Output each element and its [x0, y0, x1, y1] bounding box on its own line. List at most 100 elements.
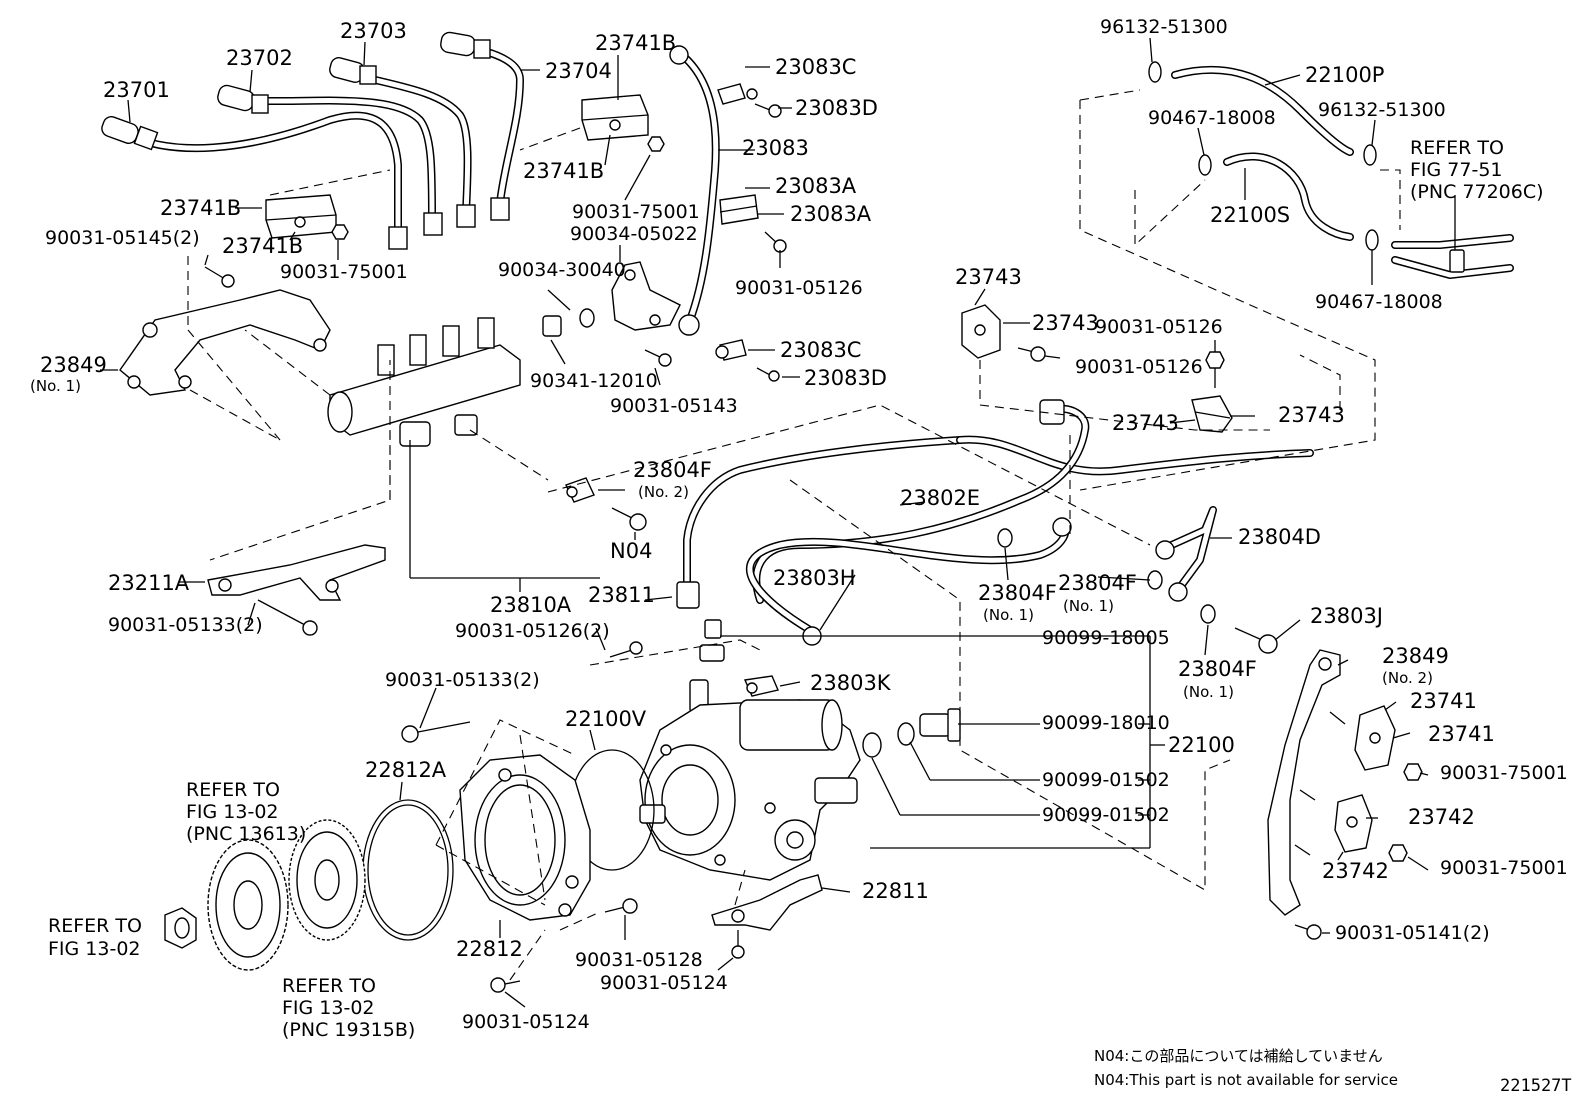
bracket-23211A: [207, 544, 386, 601]
common-rail: [327, 317, 521, 447]
bolt-90031-05126-pump: [609, 641, 643, 658]
label-23804F-no1-a-sub: (No. 1): [983, 606, 1034, 624]
label-23804D: 23804D: [1238, 525, 1321, 549]
label-23742-a: 23742: [1408, 805, 1475, 829]
bolt-n04: [611, 507, 647, 531]
hose-clamps-96132-90467: [1148, 61, 1379, 251]
bracket-23849-no2: [1267, 649, 1346, 916]
label-23743-b: 23743: [1032, 311, 1099, 335]
bolt-90031-05126-right: [1017, 346, 1046, 362]
label-96132-51300-b: 96132-51300: [1318, 99, 1446, 121]
label-refer-19315B-2: FIG 13-02: [282, 997, 375, 1019]
clamp-23083C-upper: [717, 83, 758, 105]
label-23742-b: 23742: [1322, 859, 1389, 883]
bolt-90031-05128: [604, 898, 638, 914]
label-90031-05133-a: 90031-05133(2): [108, 614, 263, 636]
label-23804F-no1-b-sub: (No. 1): [1063, 597, 1114, 615]
label-refer-19315B-1: REFER TO: [282, 975, 376, 997]
label-refer-13-02-2: FIG 13-02: [48, 938, 141, 960]
supply-pump-22100: [639, 699, 861, 881]
clamp-23743-upper: [961, 304, 1001, 359]
label-22811: 22811: [862, 879, 929, 903]
label-90099-18010: 90099-18010: [1042, 712, 1170, 734]
clamp-23743-lower: [1191, 395, 1233, 433]
label-90031-05141: 90031-05141(2): [1335, 922, 1490, 944]
bolt-90031-05133-left: [257, 599, 318, 636]
label-23804F-no1-c: 23804F: [1178, 657, 1257, 681]
label-90031-05128: 90031-05128: [575, 949, 703, 971]
label-refer-77-51-3: (PNC 77206C): [1410, 181, 1544, 203]
label-90467-18008-b: 90467-18008: [1315, 291, 1443, 313]
label-23741-a: 23741: [1410, 689, 1477, 713]
clamp-23742: [1334, 794, 1373, 853]
gear-19315B: [288, 819, 366, 941]
pipe-23811: [676, 436, 964, 609]
bolt-90031-05145: [204, 266, 235, 288]
label-90099-18005: 90099-18005: [1042, 627, 1170, 649]
bolt-90031-05124-left: [490, 977, 521, 993]
label-90031-05124-b: 90031-05124: [462, 1011, 590, 1033]
label-23804F-no1-c-sub: (No. 1): [1183, 683, 1234, 701]
washer-90034-30040: [579, 308, 595, 328]
dashed-assembly-lines: [187, 89, 1401, 981]
clamp-23741B-lower: [265, 194, 337, 239]
bolt-23083D-upper: [754, 103, 782, 118]
figure-number: 221527T: [1500, 1076, 1572, 1096]
fitting-23803K: [743, 675, 779, 697]
label-90031-05143: 90031-05143: [610, 395, 738, 417]
label-22100P: 22100P: [1305, 63, 1384, 87]
pipe-23083: [669, 45, 720, 336]
housing-22812: [459, 754, 591, 921]
pipe-77206C: [1391, 234, 1514, 279]
label-23083D-b: 23083D: [804, 366, 887, 390]
label-90031-75001-b: 90031-75001: [572, 201, 700, 223]
washers-23804F-no1: [997, 528, 1216, 624]
nut-90031-75001-right-a: [1403, 763, 1423, 781]
bolt-23803J: [1234, 627, 1278, 654]
label-23743-d: 23743: [1278, 403, 1345, 427]
label-90031-05124-a: 90031-05124: [600, 972, 728, 994]
plug-90341-12010: [542, 315, 562, 337]
label-23849-no2: 23849: [1382, 644, 1449, 668]
hose-22100P: [1171, 65, 1354, 156]
label-90031-75001-c: 90031-75001: [1440, 762, 1568, 784]
label-23704: 23704: [545, 59, 612, 83]
label-23741B-d: 23741B: [222, 234, 303, 258]
clamp-23083A: [719, 194, 787, 253]
label-23701: 23701: [103, 78, 170, 102]
label-refer-13-02-1: REFER TO: [48, 915, 142, 937]
label-23083D-a: 23083D: [795, 96, 878, 120]
label-22100S: 22100S: [1210, 203, 1290, 227]
injection-pipes: [101, 31, 524, 250]
label-n04: N04: [610, 539, 652, 563]
label-23802E: 23802E: [900, 486, 980, 510]
label-23741B-a: 23741B: [595, 31, 676, 55]
label-90031-05145: 90031-05145(2): [45, 227, 200, 249]
label-refer-77-51-2: FIG 77-51: [1410, 159, 1503, 181]
label-90031-05126-b: 90031-05126: [1095, 316, 1223, 338]
label-90031-05126-a: 90031-05126: [735, 277, 863, 299]
fitting-90099-18010: [919, 708, 961, 742]
label-23083: 23083: [742, 136, 809, 160]
label-90031-05126-2: 90031-05126(2): [455, 620, 610, 642]
label-23849-no1-sub: (No. 1): [30, 377, 81, 395]
label-23741-b: 23741: [1428, 722, 1495, 746]
label-22812: 22812: [456, 937, 523, 961]
nut-90031-75001-right-b: [1388, 844, 1408, 862]
gasket-22812A: [362, 799, 454, 941]
label-23743-c: 23743: [1112, 411, 1179, 435]
label-90467-18008-a: 90467-18008: [1148, 107, 1276, 129]
bolt-90031-05141: [1294, 924, 1322, 940]
bolt-90031-05126-vert: [1205, 351, 1225, 388]
label-23083A-a: 23083A: [775, 174, 857, 198]
label-refer-77-51-1: REFER TO: [1410, 137, 1504, 159]
label-23743-a: 23743: [955, 265, 1022, 289]
clamp-23741B-upper: [581, 94, 649, 141]
label-23803H: 23803H: [773, 566, 856, 590]
label-23741B-c: 23741B: [160, 196, 241, 220]
label-23804F-no1-b: 23804F: [1058, 571, 1137, 595]
label-refer-13613-3: (PNC 13613): [186, 823, 306, 845]
label-22100: 22100: [1168, 733, 1235, 757]
hose-22100S: [1223, 152, 1354, 241]
label-23211A: 23211A: [108, 571, 190, 595]
